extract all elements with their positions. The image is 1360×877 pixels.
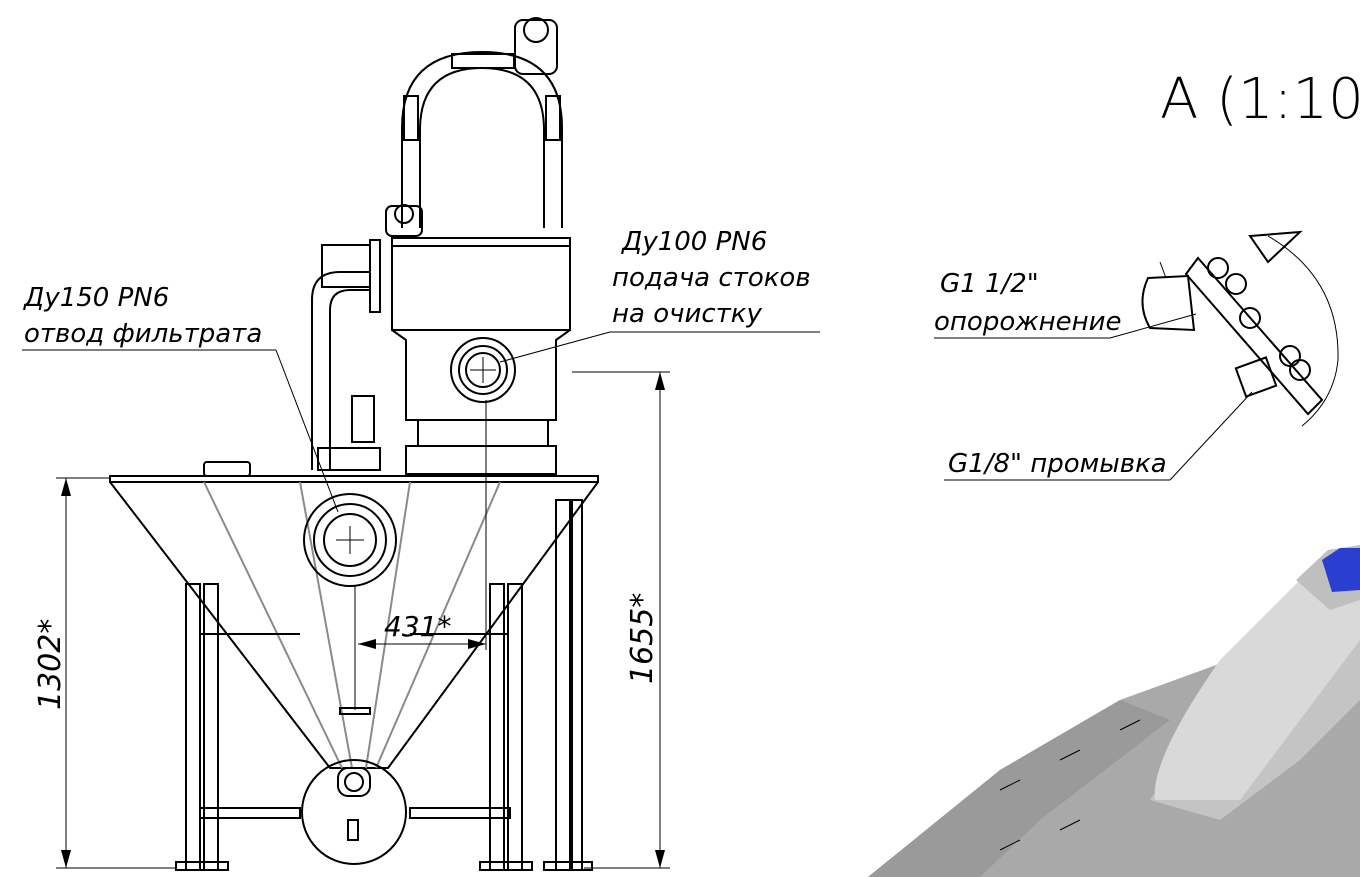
main-housing: [385, 204, 571, 475]
detail-a-geometry: [1141, 230, 1339, 427]
callout-outlet-leader: [22, 349, 339, 513]
callout-inlet-leader: [499, 331, 820, 363]
callout-drain-leader: [934, 313, 1197, 339]
conical-hopper: [109, 481, 599, 769]
dimension-1302-label: 1302*: [33, 619, 68, 710]
dimension-431: [358, 400, 487, 650]
callout-inlet-line1: Ду100 PN6: [621, 227, 767, 257]
callout-inlet-line3: на очистку: [612, 299, 763, 329]
dimension-1655-label: 1655*: [625, 593, 660, 684]
upper-u-pipe: [401, 17, 563, 228]
dimension-1655: [572, 371, 670, 869]
callout-outlet-line1: Ду150 PN6: [23, 283, 169, 313]
outlet-flange: [303, 493, 397, 710]
dimension-431-label: 431*: [384, 610, 451, 643]
callout-drain-line1: G1 1/2": [940, 269, 1039, 299]
top-plate: [109, 461, 599, 483]
callout-outlet-line2: отвод фильтрата: [24, 319, 262, 349]
view-title: A (1:10): [1160, 67, 1360, 132]
render-3d: [868, 545, 1360, 877]
inlet-flange: [450, 337, 516, 403]
bottom-collector: [301, 707, 407, 865]
callout-flush-leader: [944, 391, 1253, 481]
callout-flush-line1: G1/8" промывка: [948, 449, 1167, 479]
support-frame: [175, 499, 593, 871]
dimension-1302: [56, 477, 176, 869]
left-riser-pipe: [311, 239, 381, 471]
callout-inlet-line2: подача стоков: [612, 263, 811, 293]
callout-drain-line2: опорожнение: [934, 307, 1122, 337]
